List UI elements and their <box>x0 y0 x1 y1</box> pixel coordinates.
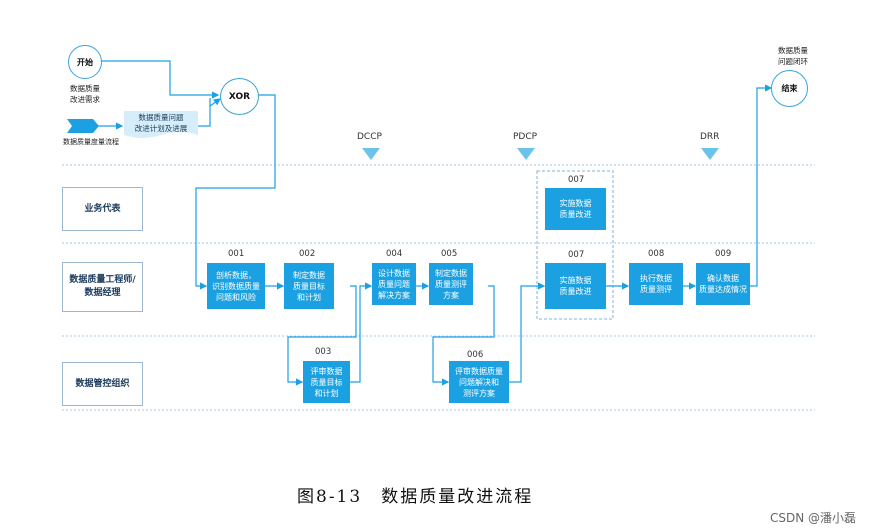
end-node: 结束 <box>771 70 808 107</box>
task-008-box: 执行数据 质量测评 <box>629 263 683 305</box>
start-label: 开始 <box>77 57 93 67</box>
xor-label: XOR <box>228 91 251 102</box>
task-002-box: 制定数据 质量目标 和计划 <box>284 263 334 309</box>
task-number: 001 <box>228 249 245 259</box>
start-input-text: 数据质量 改进需求 <box>70 84 100 104</box>
task-number: 009 <box>715 249 732 259</box>
plan-doc-label: 数据质量问题 改进计划及进展 <box>134 113 188 133</box>
phase-label-drr: DRR <box>700 132 720 142</box>
task-005-box: 制定数据 质量测评 方案 <box>429 263 473 305</box>
process-tag-icon <box>67 119 99 133</box>
task-number: 005 <box>441 249 458 259</box>
task-label: 执行数据 质量测评 <box>640 274 672 294</box>
task-label: 设计数据 质量问题 解决方案 <box>378 268 410 300</box>
task-001-box: 剖析数据， 识别数据质量 问题和风险 <box>207 263 265 309</box>
end-top-text: 数据质量 问题闭环 <box>778 46 808 66</box>
lane-label: 业务代表 <box>84 203 121 214</box>
phase-label-dccp: DCCP <box>357 132 382 142</box>
task-007-top-box: 实施数据 质量改进 <box>545 188 606 230</box>
process-tag-label: 数据质量度量流程 <box>63 138 119 146</box>
lane-business-representative: 业务代表 <box>62 187 143 231</box>
task-004-box: 设计数据 质量问题 解决方案 <box>372 263 416 305</box>
watermark: CSDN @潘小磊 <box>770 511 857 525</box>
task-label: 制定数据 质量测评 方案 <box>435 268 467 300</box>
task-label: 评审数据 质量目标 和计划 <box>310 366 343 398</box>
task-label: 评审数据质量 问题解决和 测评方案 <box>455 366 503 398</box>
task-number: 008 <box>648 249 665 259</box>
lane-dq-engineer: 数据质量工程师/ 数据经理 <box>62 262 143 312</box>
task-label: 实施数据 质量改进 <box>559 199 592 219</box>
task-label: 实施数据 质量改进 <box>559 276 592 296</box>
plan-doc-shape <box>124 111 198 138</box>
task-006-box: 评审数据质量 问题解决和 测评方案 <box>449 361 509 403</box>
phase-label-pdcp: PDCP <box>513 132 538 142</box>
task-009-box: 确认数据 质量达成情况 <box>696 263 750 305</box>
task-number: 003 <box>315 347 332 357</box>
task-number: 006 <box>467 350 484 360</box>
task-label: 制定数据 质量目标 和计划 <box>293 270 325 302</box>
task-number: 007 <box>568 250 585 260</box>
task-number: 002 <box>299 249 316 259</box>
task-label: 剖析数据， 识别数据质量 问题和风险 <box>212 270 260 302</box>
start-node: 开始 <box>68 45 102 79</box>
lane-label: 数据质量工程师/ 数据经理 <box>69 275 136 298</box>
task-007-box: 实施数据 质量改进 <box>545 263 606 309</box>
lane-label: 数据管控组织 <box>75 378 130 389</box>
end-label: 结束 <box>781 84 798 93</box>
xor-gateway: XOR <box>220 78 259 115</box>
task-number: 007 <box>568 175 585 185</box>
task-003-box: 评审数据 质量目标 和计划 <box>303 361 350 403</box>
task-number: 004 <box>386 249 403 259</box>
task-label: 确认数据 质量达成情况 <box>699 274 747 294</box>
lane-governance-org: 数据管控组织 <box>62 362 143 406</box>
figure-caption: 图8-13 数据质量改进流程 <box>297 487 534 507</box>
